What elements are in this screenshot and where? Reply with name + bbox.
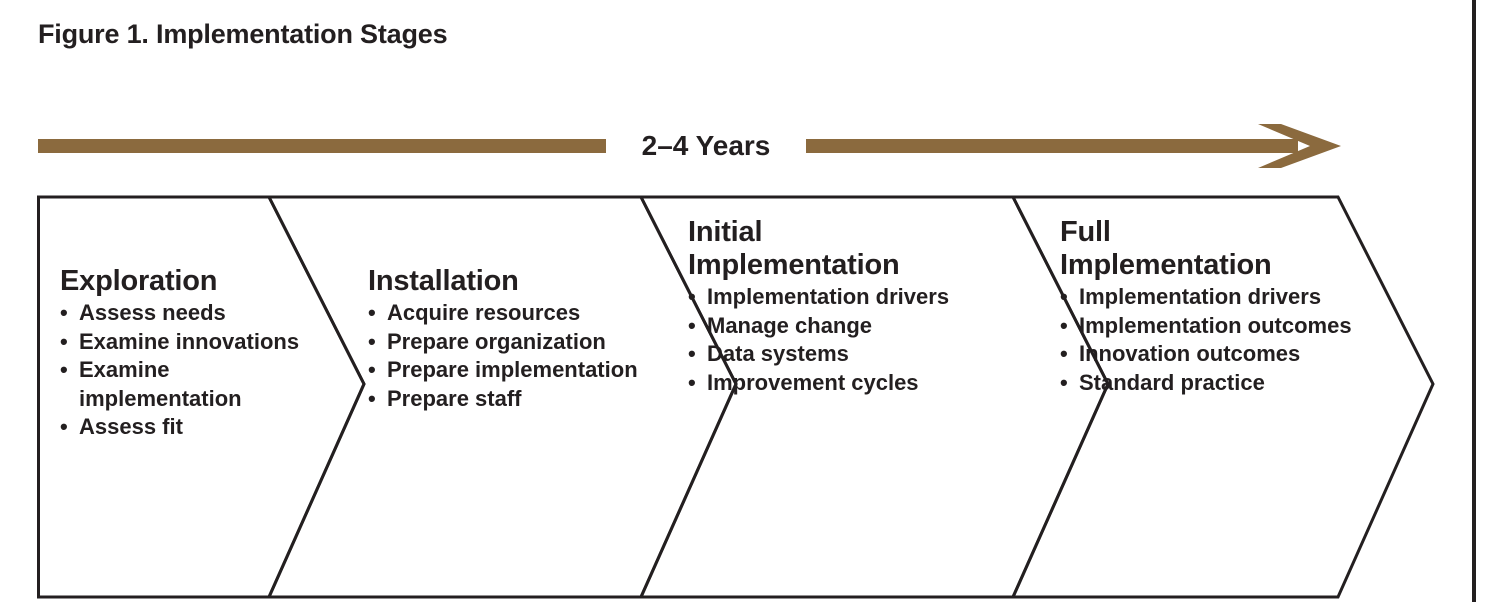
timeline-arrow: 2–4 Years: [38, 124, 1343, 170]
bullet-icon: •: [1060, 312, 1068, 338]
bullet-icon: •: [368, 385, 376, 411]
list-item: • Prepare staff: [368, 385, 650, 414]
list-item: • Manage change: [688, 312, 993, 341]
chevron-outline-shapes: [37, 195, 1435, 599]
list-item-label: Innovation outcomes: [1079, 341, 1301, 366]
stage-2-title: Installation: [368, 265, 650, 298]
list-item: • Examine implementation: [60, 356, 310, 413]
list-item-label: Prepare organization: [387, 328, 606, 354]
list-item: • Acquire resources: [368, 299, 650, 328]
bullet-icon: •: [1060, 341, 1068, 366]
list-item: • Improvement cycles: [688, 369, 993, 398]
list-item: • Implementation drivers: [1060, 283, 1370, 312]
bullet-icon: •: [60, 357, 68, 382]
list-item-label: Standard practice: [1079, 369, 1265, 395]
stage-4-bullet-list: • Implementation drivers • Implementation …: [1060, 283, 1370, 397]
bullet-icon: •: [688, 341, 696, 366]
bullet-icon: •: [60, 300, 68, 325]
bullet-icon: •: [368, 357, 376, 382]
bullet-icon: •: [60, 414, 68, 439]
stage-4-title-line-1: Full: [1060, 216, 1111, 248]
list-item-label: Implementation drivers: [707, 284, 950, 309]
list-item-label: Examine innovations: [79, 328, 300, 354]
list-item-label: Examine implementation: [79, 357, 242, 411]
stage-1-bullet-list: • Assess needs • Examine innovations • Exam…: [60, 299, 310, 442]
list-item-label: Assess needs: [79, 300, 226, 325]
bullet-icon: •: [688, 312, 696, 338]
bullet-icon: •: [1060, 284, 1068, 309]
list-item-label: Improvement cycles: [707, 369, 919, 395]
list-item: • Implementation outcomes: [1060, 312, 1370, 341]
page-title: Figure 1. Implementation Stages: [38, 19, 448, 49]
list-item-label: Implementation drivers: [1079, 284, 1322, 309]
list-item-label: Assess fit: [79, 414, 183, 439]
stage-3-title-line-1: Initial: [688, 216, 763, 248]
stage-4-title: Full Implementation: [1060, 216, 1370, 282]
list-item-label: Acquire resources: [387, 300, 581, 325]
stage-3: Initial Implementation • Implementation d…: [688, 216, 993, 397]
bullet-icon: •: [688, 369, 696, 395]
chevron-shape-4: [1010, 195, 1435, 599]
stage-3-bullet-list: • Implementation drivers • Manage change •…: [688, 283, 993, 397]
list-item: • Standard practice: [1060, 369, 1370, 398]
stage-1: Exploration • Assess needs • Examine innov…: [60, 265, 310, 442]
page-margin-rule: [1472, 0, 1476, 602]
stage-1-title: Exploration: [60, 265, 310, 298]
stage-2-title-line-1: Installation: [368, 265, 519, 297]
bullet-icon: •: [368, 328, 376, 354]
stage-4-title-line-2: Implementation: [1060, 249, 1272, 281]
list-item: • Implementation drivers: [688, 283, 993, 312]
right-arrow-icon: [38, 124, 1341, 168]
bullet-icon: •: [60, 328, 68, 354]
list-item-label: Manage change: [707, 312, 873, 338]
list-item: • Data systems: [688, 340, 993, 369]
stage-3-title-line-2: Implementation: [688, 249, 900, 281]
stage-2: Installation • Acquire resources • Prepare…: [368, 265, 650, 413]
list-item-label: Data systems: [707, 341, 849, 366]
timeline-duration-label: 2–4 Years: [641, 130, 771, 161]
bullet-icon: •: [1060, 369, 1068, 395]
stage-chevron-band: Exploration • Assess needs • Examine innov…: [0, 194, 1446, 600]
list-item: • Prepare organization: [368, 328, 650, 357]
list-item: • Assess needs: [60, 299, 310, 328]
stage-3-title: Initial Implementation: [688, 216, 993, 282]
stage-4: Full Implementation • Implementation driv…: [1060, 216, 1370, 397]
bullet-icon: •: [688, 284, 696, 309]
list-item-label: Prepare staff: [387, 385, 522, 411]
list-item: • Assess fit: [60, 413, 310, 442]
stage-1-title-line-1: Exploration: [60, 265, 218, 297]
bullet-icon: •: [368, 300, 376, 325]
stage-2-bullet-list: • Acquire resources • Prepare organization…: [368, 299, 650, 413]
list-item: • Innovation outcomes: [1060, 340, 1370, 369]
list-item: • Examine innovations: [60, 328, 310, 357]
list-item-label: Implementation outcomes: [1079, 312, 1352, 338]
list-item-label: Prepare implementation: [387, 357, 638, 382]
list-item: • Prepare implementation: [368, 356, 650, 385]
